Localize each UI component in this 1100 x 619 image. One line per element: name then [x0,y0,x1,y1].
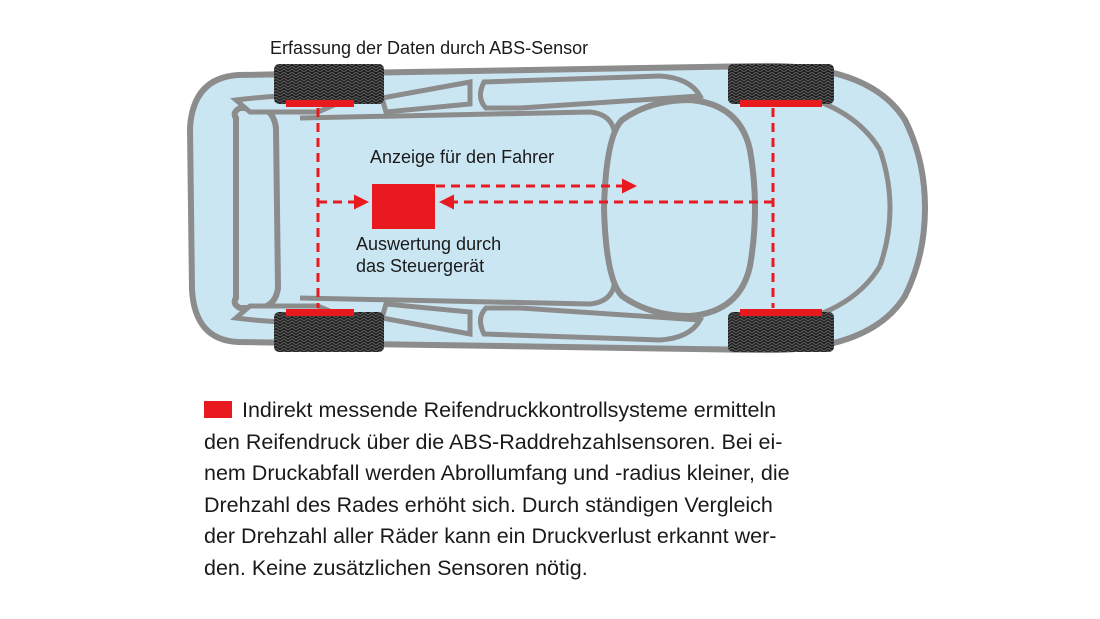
side-window-top-front [478,73,705,111]
caption-line-text: Indirekt messende Reifendruckkontrollsys… [242,398,777,422]
driver-display-label: Anzeige für den Fahrer [370,147,555,167]
windshield [600,96,758,320]
tire-rear-right [274,312,384,352]
abs-sensor-front-left [740,100,822,107]
control-unit-box [372,184,435,229]
sensor-label: Erfassung der Daten durch ABS-Sensor [270,38,589,58]
evaluation-label: Auswertung durch das Steuergerät [356,233,596,277]
caption-line: den Reifendruck über die ABS-Raddrehzahl… [204,429,783,454]
caption-line: nem Druckabfall werden Abrollumfang und … [204,461,790,485]
legend-square-icon [204,401,232,418]
abs-sensor-rear-left [286,100,354,107]
evaluation-label-line1: Auswertung durch [356,234,502,254]
hood-center [877,149,893,267]
rear-window [231,105,282,311]
caption-line: Indirekt messende Reifendruckkontrollsys… [204,395,924,427]
tire-front-right [728,312,834,352]
abs-sensor-front-right [740,309,822,316]
caption-text: Indirekt messende Reifendruckkontrollsys… [204,395,924,584]
abs-sensor-rear-right [286,309,354,316]
side-window-bottom-front [478,305,705,343]
tire-rear-left [274,64,384,104]
side-window-bottom-rear [378,301,473,337]
caption-line: Drehzahl des Rades erhöht sich. Durch st… [204,492,773,517]
signal-lines [316,108,775,308]
tire-front-left [728,64,834,104]
caption-line: den. Keine zusätzlichen Sensoren nötig. [204,555,588,580]
car-diagram [186,62,929,354]
evaluation-label-line2: das Steuergerät [356,256,485,276]
caption-line: der Drehzahl aller Räder kann ein Druckv… [204,524,777,548]
side-window-top-rear [378,79,473,115]
